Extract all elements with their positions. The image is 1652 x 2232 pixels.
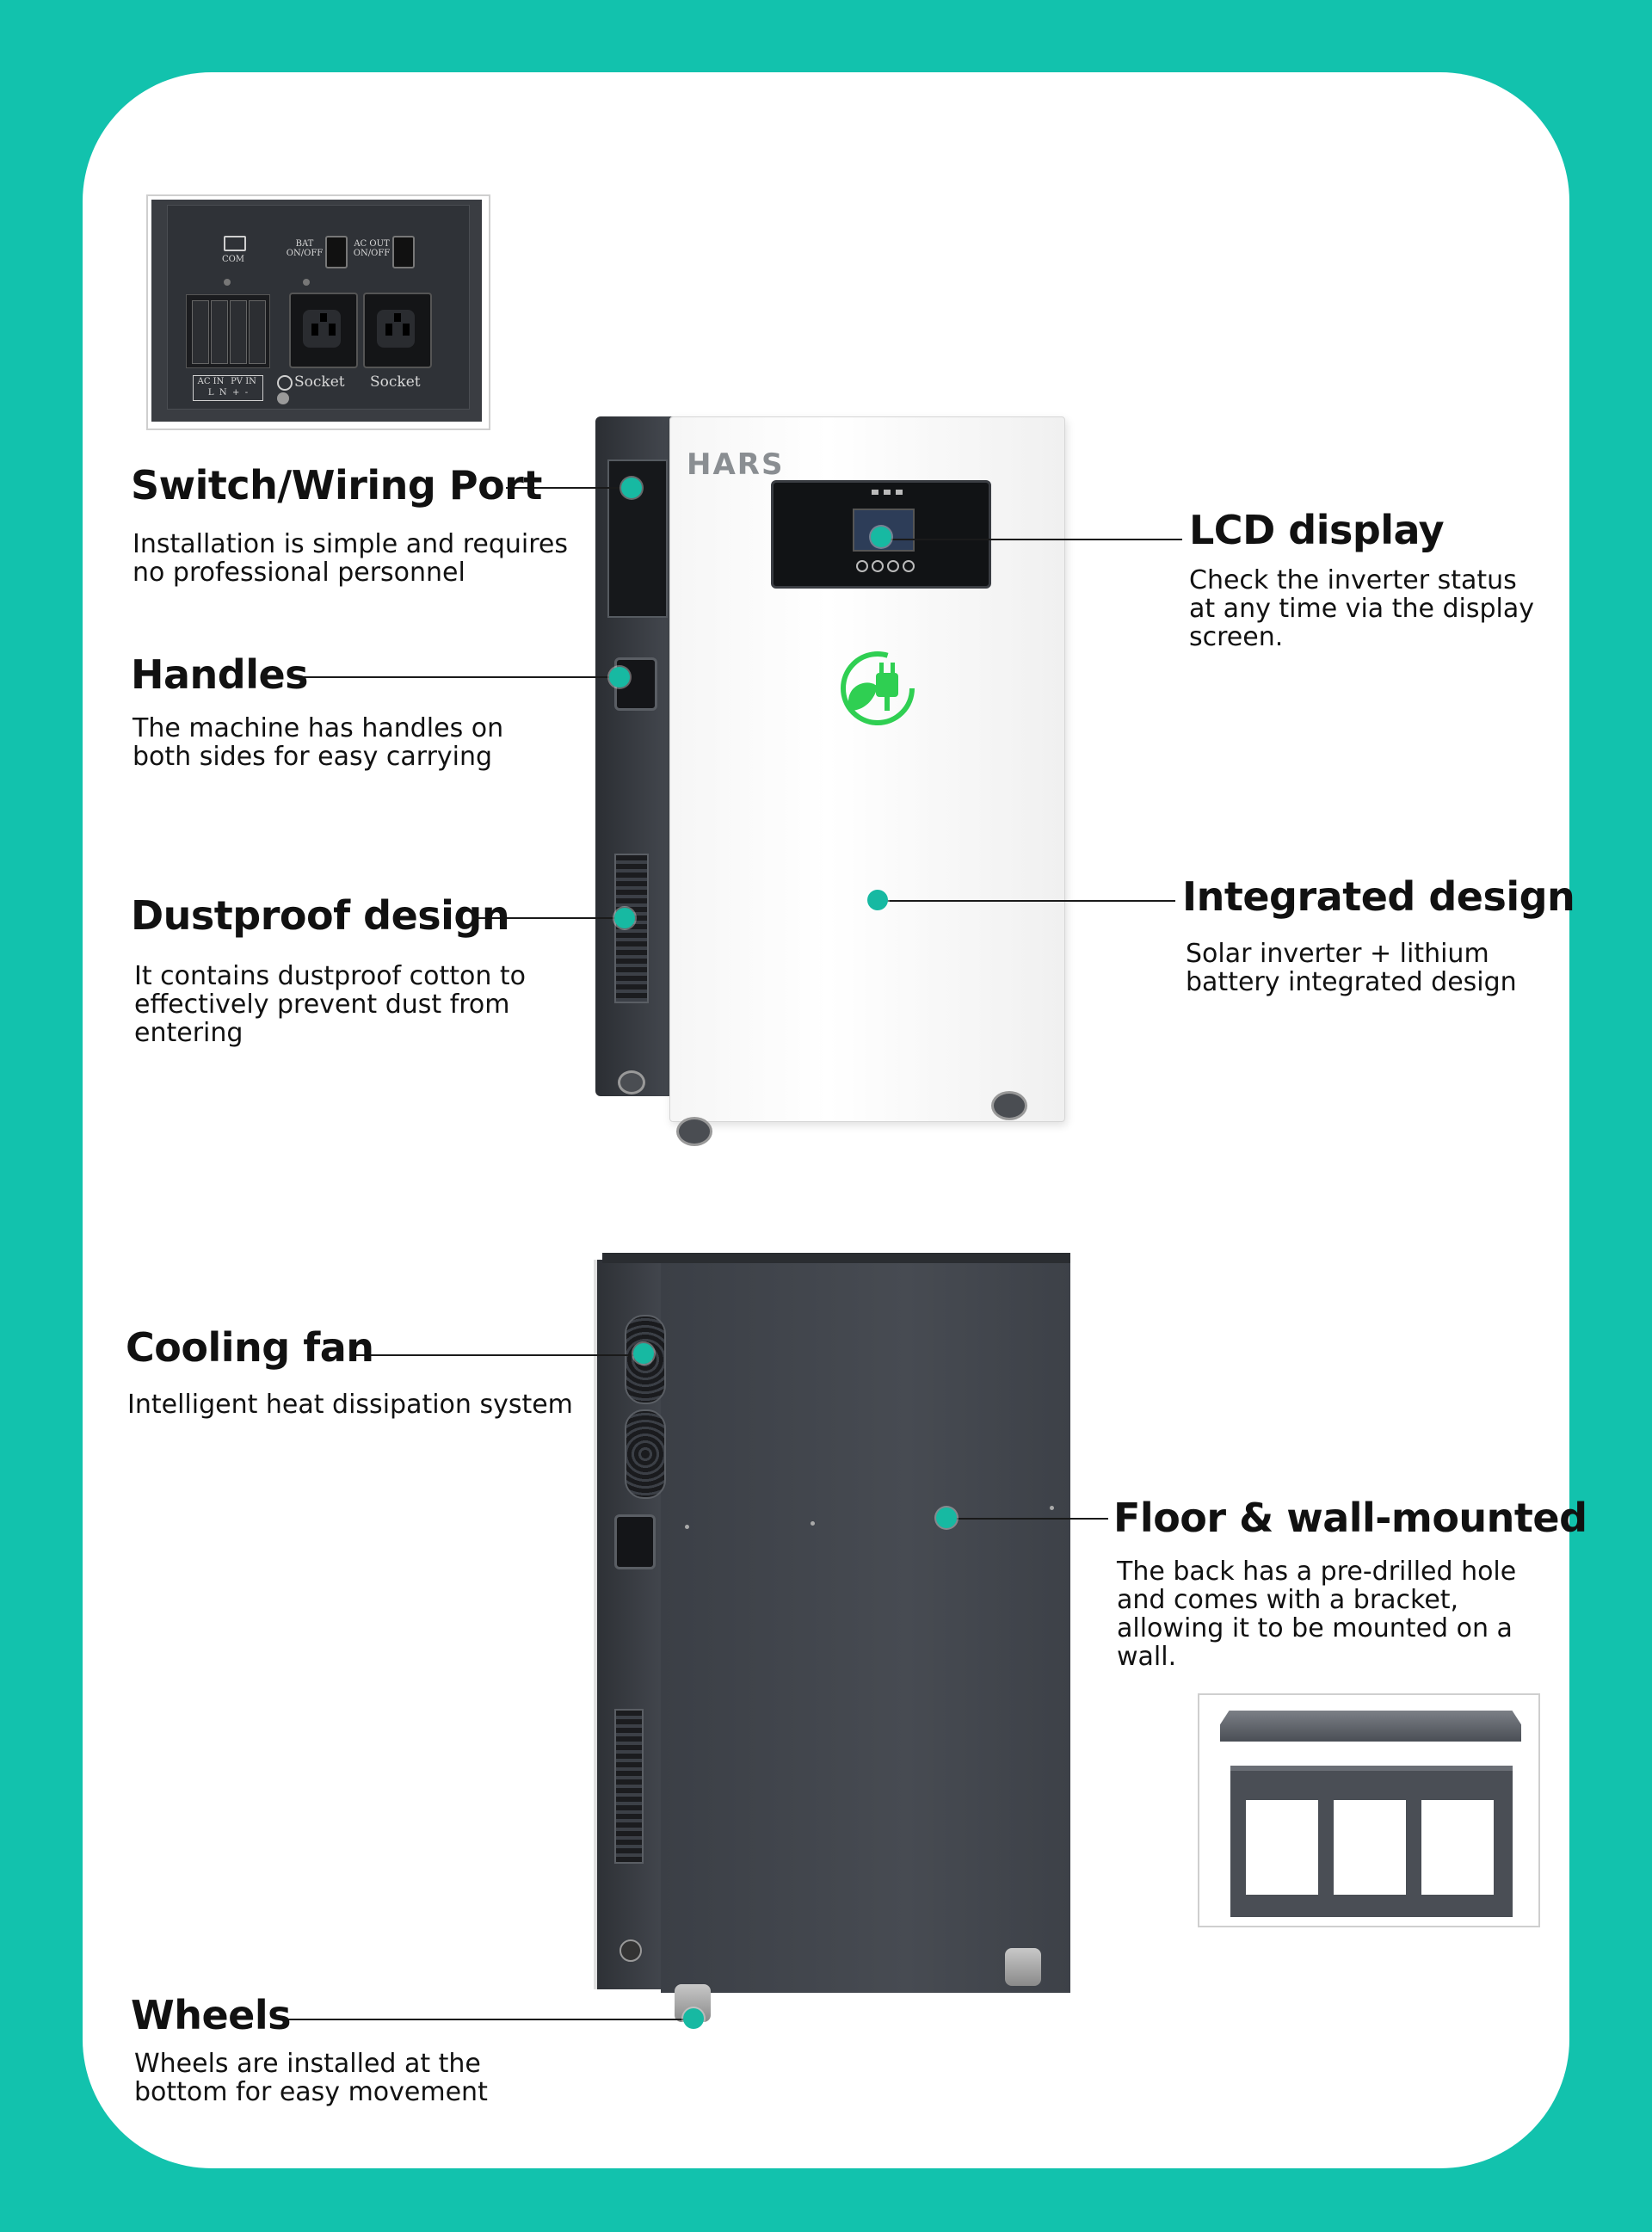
mount-hole-icon [811,1521,815,1526]
wheel-front-left [676,1117,712,1146]
floor-wall-desc: The back has a pre-drilled hole and come… [1117,1557,1517,1672]
back-side-vent [614,1709,644,1864]
dustproof-leader [475,917,625,919]
mount-hole-icon [685,1525,689,1529]
lcd-desc: Check the inverter status at any time vi… [1189,565,1534,652]
socket-2[interactable] [363,293,432,368]
bracket-inset [1198,1693,1540,1927]
lcd-button-2[interactable] [872,560,884,572]
mount-hole-icon [1050,1506,1054,1510]
cooling-title: Cooling fan [126,1324,374,1371]
screw-icon [303,279,310,286]
socket-2-label: Socket [370,373,421,391]
cooling-desc: Intelligent heat dissipation system [127,1390,573,1420]
dustproof-desc: It contains dustproof cotton to effectiv… [134,961,527,1048]
back-wheel-right [1005,1948,1041,1986]
floor-wall-leader [946,1518,1108,1520]
cooling-dot [633,1343,654,1364]
terminal-label-pv-in: PV IN [231,377,256,386]
terminal-pins: L N + - [207,388,249,398]
cabinet-back-panel [661,1258,1070,1993]
lcd-button-1[interactable] [856,560,868,572]
terminal-block [186,294,270,368]
lcd-button-3[interactable] [887,560,899,572]
com-port-icon [224,236,246,251]
lcd-indicator-leds [872,490,906,495]
bracket-rail [1220,1711,1521,1742]
dustproof-dot [614,908,635,928]
bracket-plate [1230,1766,1513,1917]
ground-icon [277,375,293,391]
brand-logo: HARS [687,447,785,482]
back-side-handle [614,1514,656,1569]
control-panel-inset: COM BAT ON/OFF AC OUT ON/OFF AC IN PV IN… [146,194,490,430]
switch-port-dot [621,478,642,498]
wheels-dot [683,2008,704,2029]
handles-title: Handles [131,651,309,698]
bat-switch[interactable] [325,236,348,268]
wheel-front-right [991,1091,1027,1120]
socket-1[interactable] [289,293,358,368]
lcd-panel [771,480,991,589]
wheel-back-left [618,1070,645,1094]
floor-wall-title: Floor & wall-mounted [1113,1495,1587,1541]
terminal-label-box: AC IN PV IN L N + - [193,375,263,401]
ac-switch-label: AC OUT ON/OFF [353,239,391,258]
integrated-leader [878,900,1175,902]
switch-port-title: Switch/Wiring Port [131,462,542,509]
cooling-leader [356,1354,642,1356]
wheels-title: Wheels [131,1992,292,2038]
switch-port-desc: Installation is simple and requires no p… [133,529,569,588]
ac-switch[interactable] [392,236,415,268]
wheels-leader [284,2019,693,2020]
cabinet-front: HARS [595,416,1065,1146]
cooling-fan-2 [625,1409,666,1499]
terminal-label-ac-in: AC IN [197,377,225,386]
back-wheel-rear [620,1939,642,1962]
handles-desc: The machine has handles on both sides fo… [133,713,504,772]
socket-1-label: Socket [294,373,345,391]
cabinet-back [585,1253,1076,2044]
bat-switch-label: BAT ON/OFF [286,239,324,258]
handles-leader [301,676,620,678]
dustproof-title: Dustproof design [131,892,510,939]
com-label: COM [221,255,245,264]
integrated-title: Integrated design [1182,873,1575,920]
lcd-dot [871,527,891,547]
side-vent [614,854,649,1003]
switch-port-leader [506,487,630,489]
wheels-desc: Wheels are installed at the bottom for e… [134,2049,488,2107]
floor-wall-dot [936,1508,957,1528]
lcd-button-4[interactable] [903,560,915,572]
integrated-dot [867,890,888,910]
lcd-leader [881,539,1182,540]
cabinet-top [602,1253,1070,1263]
ground-screw-icon [277,392,289,404]
screw-icon [224,279,231,286]
handles-dot [609,667,630,687]
eco-plug-icon [841,651,915,725]
lcd-title: LCD display [1189,507,1445,553]
integrated-desc: Solar inverter + lithium battery integra… [1186,939,1517,997]
